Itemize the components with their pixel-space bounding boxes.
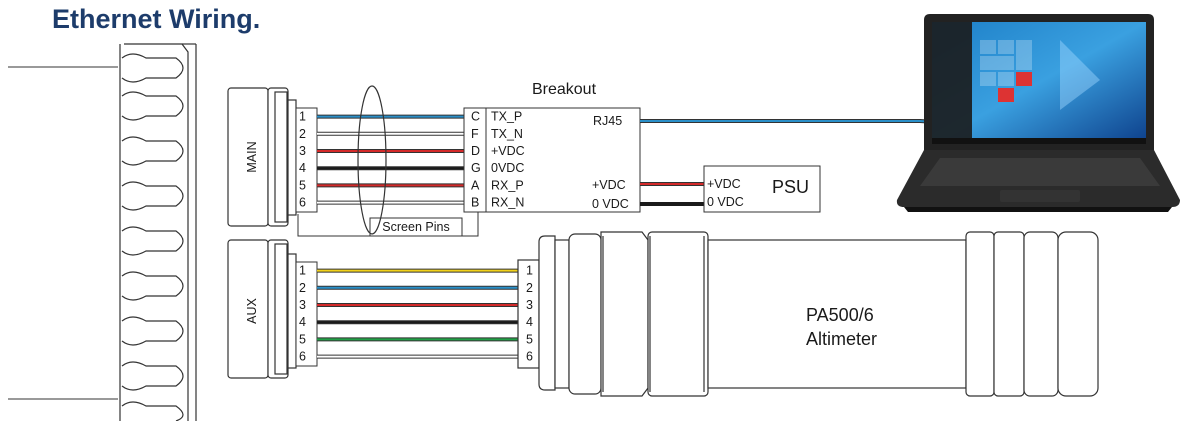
main-label: MAIN <box>245 141 259 172</box>
breakout-power-pos: +VDC <box>592 178 626 192</box>
screen-pins-box <box>369 217 463 237</box>
main-receptacle <box>227 87 297 227</box>
aux-pin-1: 1 <box>299 264 306 278</box>
breakout-power-neg: 0 VDC <box>592 197 629 211</box>
psu-pos: +VDC <box>707 177 741 191</box>
main-pin-3: 3 <box>299 144 306 158</box>
breakout-signal-label: RX_P <box>491 178 524 192</box>
main-pin-2: 2 <box>299 127 306 141</box>
breakout-pin-letter: D <box>471 144 480 158</box>
breakout-signal-label: TX_P <box>491 110 522 124</box>
breakout-pin-letter: F <box>471 127 479 141</box>
altimeter-pin-4: 4 <box>526 315 533 329</box>
bulkhead-connector-body <box>119 43 197 421</box>
rj45-cable <box>640 119 936 124</box>
altimeter-pin-6: 6 <box>526 350 533 364</box>
altimeter-type: Altimeter <box>806 329 877 349</box>
altimeter-pin-3: 3 <box>526 298 533 312</box>
page-title: Ethernet Wiring. <box>52 4 261 34</box>
psu-wires <box>640 182 704 206</box>
aux-pin-6: 6 <box>299 350 306 364</box>
aux-pin-2: 2 <box>299 281 306 295</box>
breakout-pin-letter: G <box>471 161 481 175</box>
breakout-box <box>485 107 641 213</box>
aux-pin-5: 5 <box>299 332 306 346</box>
breakout-pin-letter: B <box>471 196 479 210</box>
breakout-signal-label: TX_N <box>491 127 523 141</box>
psu-box <box>703 165 821 213</box>
main-pin-4: 4 <box>299 161 306 175</box>
breakout-pin-letter: A <box>471 178 480 192</box>
aux-pin-3: 3 <box>299 298 306 312</box>
aux-pin-4: 4 <box>299 315 306 329</box>
breakout-signal-label: RX_N <box>491 196 524 210</box>
breakout-title: Breakout <box>532 81 597 98</box>
aux-pin-block <box>295 261 318 367</box>
main-pin-6: 6 <box>299 196 306 210</box>
psu-neg: 0 VDC <box>707 195 744 209</box>
left-cable-lines <box>8 66 118 400</box>
breakout-signal-label: +VDC <box>491 144 525 158</box>
laptop-icon <box>896 14 1180 212</box>
aux-label: AUX <box>245 297 259 323</box>
cable-screen-ellipse <box>357 85 387 235</box>
breakout-signal-label: 0VDC <box>491 161 524 175</box>
altimeter-pin-5: 5 <box>526 332 533 346</box>
altimeter-pin-1: 1 <box>526 264 533 278</box>
main-pin-5: 5 <box>299 178 306 192</box>
psu-label: PSU <box>772 177 809 197</box>
altimeter-body <box>517 231 1099 397</box>
altimeter-name: PA500/6 <box>806 305 874 325</box>
aux-receptacle <box>227 239 297 379</box>
breakout-pin-letter: C <box>471 110 480 124</box>
screen-pins-label: Screen Pins <box>382 220 449 234</box>
main-pin-1: 1 <box>299 110 306 124</box>
rj45-label: RJ45 <box>593 114 622 128</box>
main-pin-block <box>295 107 318 213</box>
altimeter-pin-2: 2 <box>526 281 533 295</box>
